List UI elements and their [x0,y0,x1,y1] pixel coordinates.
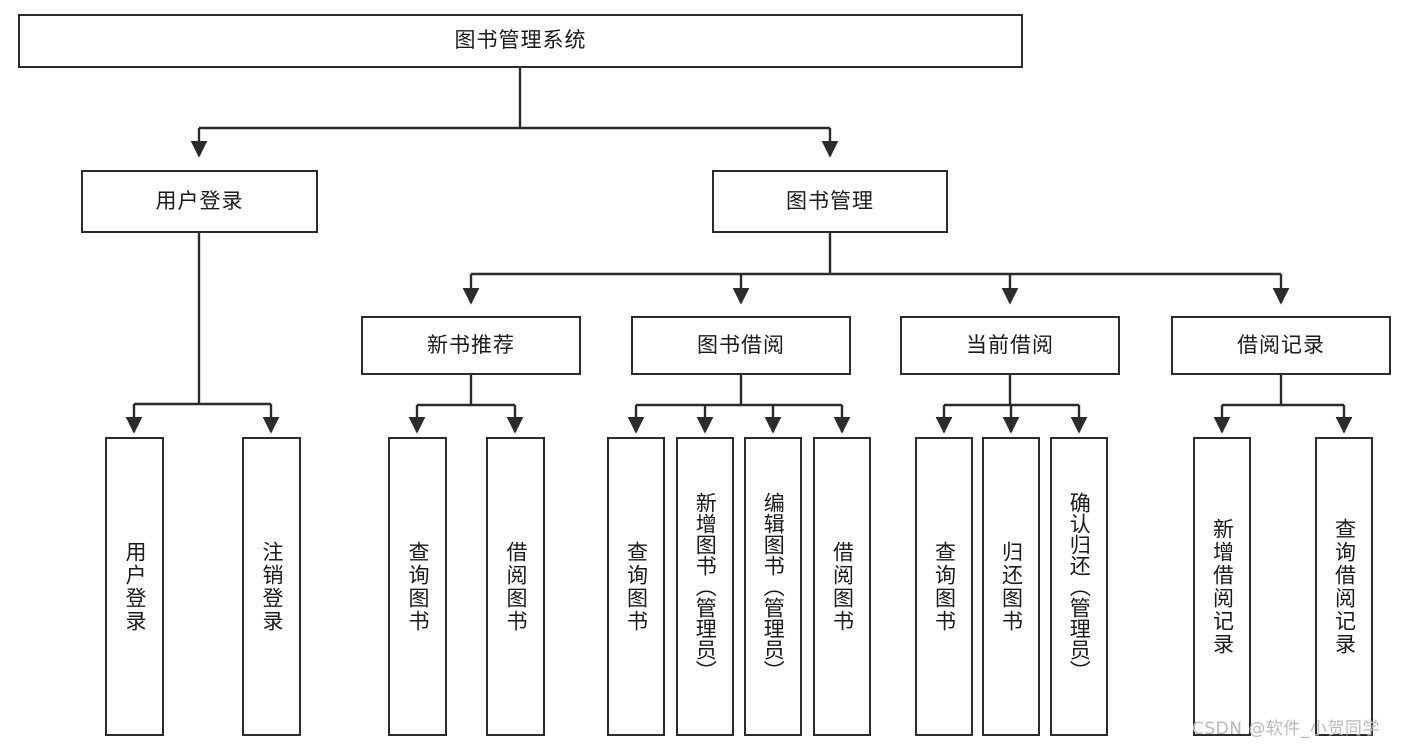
node-new-book-recommend[interactable]: 新书推荐 [361,316,581,375]
leaf-borrow-book-borrow-label: 借阅图书 [830,540,855,633]
node-user-login-label: 用户登录 [155,188,244,213]
leaf-query-book-recommend-label: 查询图书 [405,540,430,633]
leaf-add-book-label: 新增图书（管理员） [693,492,718,681]
leaf-query-book-recommend[interactable]: 查询图书 [388,437,447,736]
leaf-add-borrow-record[interactable]: 新增借阅记录 [1193,437,1251,736]
leaf-edit-book[interactable]: 编辑图书（管理员） [744,437,802,736]
node-root-label: 图书管理系统 [454,28,587,53]
leaf-logout-label: 注销登录 [259,540,284,633]
leaf-return-book-label: 归还图书 [999,540,1024,633]
leaf-return-book[interactable]: 归还图书 [982,437,1040,736]
watermark: CSDN @软件_小贺同学 [1192,719,1380,739]
node-new-book-recommend-label: 新书推荐 [427,332,515,357]
leaf-confirm-return-label: 确认归还（管理员） [1067,492,1092,681]
leaf-query-borrow-record-label: 查询借阅记录 [1332,517,1357,656]
leaf-user-login[interactable]: 用户登录 [105,437,164,736]
leaf-query-book-borrow-label: 查询图书 [624,540,649,633]
node-book-manage[interactable]: 图书管理 [712,170,948,233]
leaf-query-book-borrow[interactable]: 查询图书 [607,437,665,736]
leaf-add-borrow-record-label: 新增借阅记录 [1210,517,1235,656]
leaf-confirm-return[interactable]: 确认归还（管理员） [1050,437,1108,736]
leaf-edit-book-label: 编辑图书（管理员） [761,492,786,681]
leaf-query-book-current-label: 查询图书 [932,540,957,633]
leaf-query-book-current[interactable]: 查询图书 [915,437,973,736]
leaf-query-borrow-record[interactable]: 查询借阅记录 [1315,437,1373,736]
leaf-borrow-book-recommend-label: 借阅图书 [503,540,528,633]
node-current-borrow[interactable]: 当前借阅 [900,316,1120,375]
leaf-user-login-label: 用户登录 [122,540,147,633]
leaf-borrow-book-borrow[interactable]: 借阅图书 [813,437,871,736]
node-book-borrow[interactable]: 图书借阅 [631,316,851,375]
node-user-login[interactable]: 用户登录 [81,170,318,233]
node-current-borrow-label: 当前借阅 [966,332,1054,357]
node-root[interactable]: 图书管理系统 [18,14,1023,68]
leaf-logout[interactable]: 注销登录 [242,437,301,736]
node-book-borrow-label: 图书借阅 [697,332,785,357]
node-borrow-record[interactable]: 借阅记录 [1171,316,1391,375]
node-book-manage-label: 图书管理 [786,188,874,213]
leaf-add-book[interactable]: 新增图书（管理员） [676,437,734,736]
leaf-borrow-book-recommend[interactable]: 借阅图书 [486,437,545,736]
node-borrow-record-label: 借阅记录 [1237,332,1325,357]
